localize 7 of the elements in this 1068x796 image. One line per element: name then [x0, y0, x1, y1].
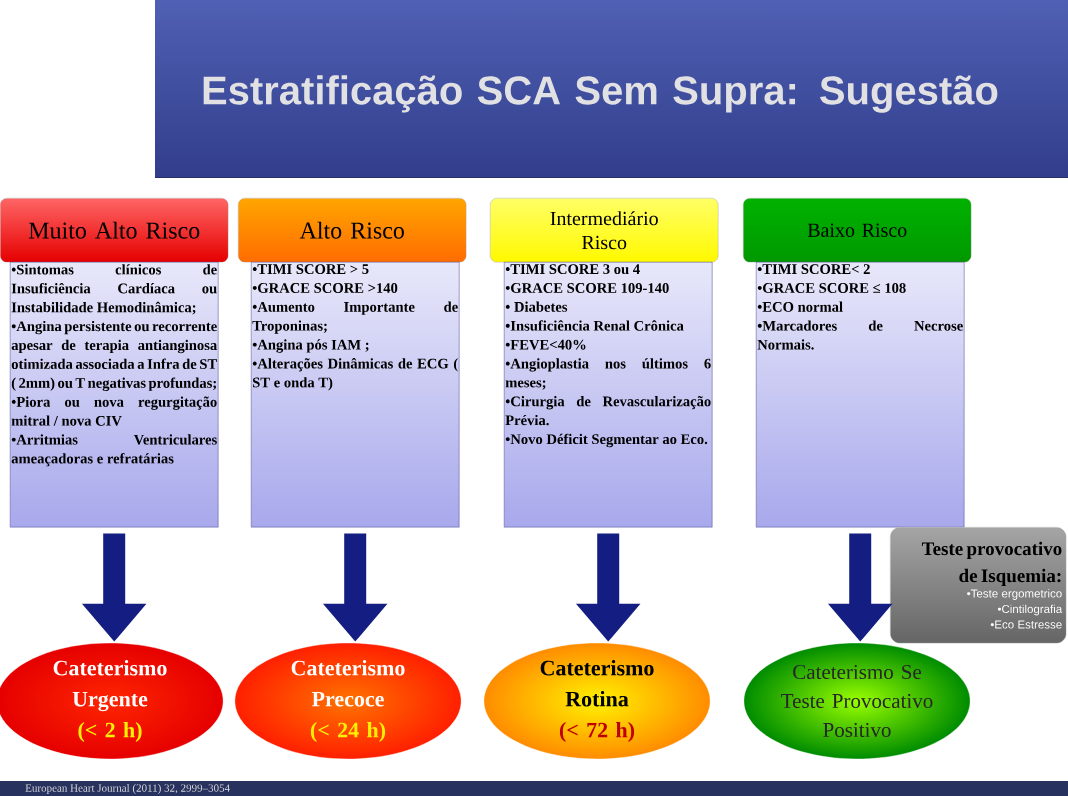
citation-text: European Heart Journal (2011) 32, 2999–3054	[25, 784, 230, 794]
test-box: Teste provocativo de Isquemia: •Teste ergometrico •Cintilografia •Eco Estresse	[890, 527, 1067, 644]
title: Estratificação SCA Sem Supra: Sugestão	[203, 75, 998, 113]
header-box: Alto Risco	[238, 198, 467, 263]
header-box: Muito Alto Risco	[0, 198, 229, 263]
header-box: Intermediário Risco	[490, 198, 719, 263]
header-box: Baixo Risco	[743, 198, 972, 263]
